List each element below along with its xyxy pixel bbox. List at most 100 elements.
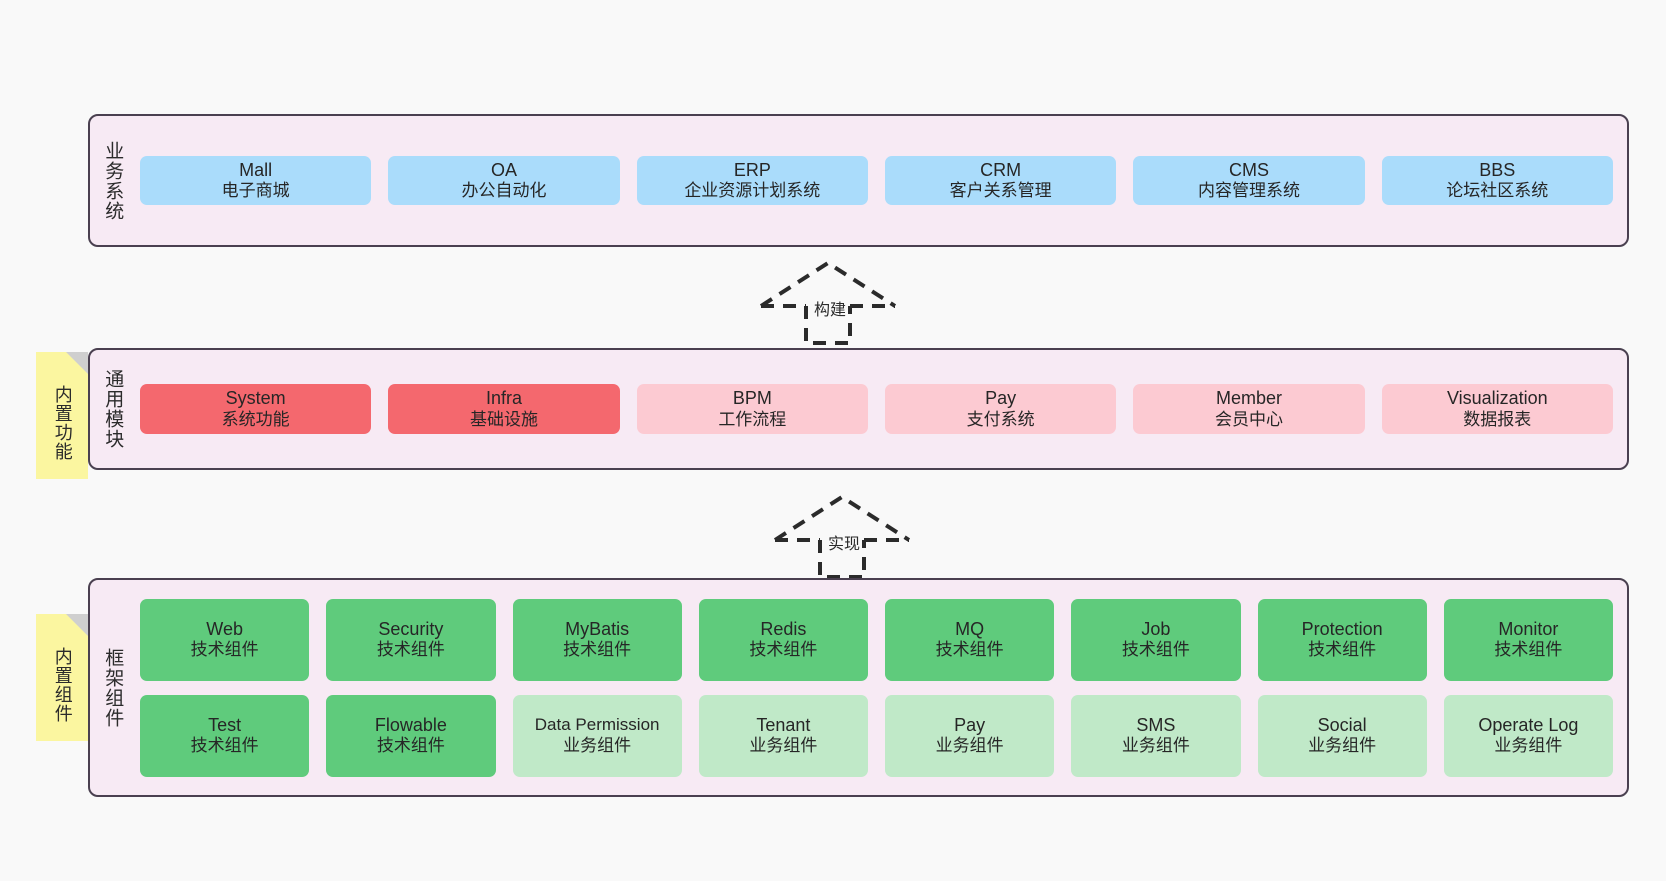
note-builtin-components: 内置组件 <box>36 614 88 741</box>
node-subtitle: 技术组件 <box>563 640 632 660</box>
node-subtitle: 技术组件 <box>1121 640 1190 660</box>
node-subtitle: 工作流程 <box>718 409 787 429</box>
node-mybatis[interactable]: MyBatis 技术组件 <box>512 598 682 681</box>
note-builtin-features: 内置功能 <box>36 352 88 479</box>
node-pay-component[interactable]: Pay 业务组件 <box>885 694 1055 777</box>
node-subtitle: 技术组件 <box>376 736 445 756</box>
node-title: ERP <box>733 159 771 180</box>
node-social[interactable]: Social 业务组件 <box>1257 694 1427 777</box>
layer-title-framework-component: 框架组件 <box>102 647 124 728</box>
note-text: 内置功能 <box>52 384 73 461</box>
note-text: 内置组件 <box>52 646 73 723</box>
connector-build: 构建 <box>758 258 898 346</box>
node-monitor[interactable]: Monitor 技术组件 <box>1443 598 1613 681</box>
layer-title-common-module: 通用模块 <box>102 369 124 449</box>
node-data-permission[interactable]: Data Permission 业务组件 <box>512 694 682 777</box>
node-sms[interactable]: SMS 业务组件 <box>1071 694 1241 777</box>
node-pay[interactable]: Pay 支付系统 <box>884 384 1117 434</box>
node-infra[interactable]: Infra 基础设施 <box>388 384 620 434</box>
node-subtitle: 业务组件 <box>935 736 1004 756</box>
layer-title-business-system: 业务系统 <box>102 140 124 221</box>
node-title: Flowable <box>374 714 447 735</box>
node-subtitle: 内容管理系统 <box>1197 181 1300 201</box>
node-title: Data Permission <box>534 715 660 735</box>
node-title: Test <box>208 714 242 735</box>
node-bbs[interactable]: BBS 论坛社区系统 <box>1381 155 1613 206</box>
node-member[interactable]: Member 会员中心 <box>1133 384 1365 434</box>
node-title: Monitor <box>1498 618 1559 639</box>
node-subtitle: 技术组件 <box>1308 640 1377 660</box>
node-title: BBS <box>1479 159 1516 180</box>
node-title: Security <box>378 618 444 639</box>
node-title: Visualization <box>1446 388 1548 409</box>
node-title: CMS <box>1228 159 1269 180</box>
node-subtitle: 业务组件 <box>1494 736 1563 756</box>
node-subtitle: 技术组件 <box>376 640 445 660</box>
node-subtitle: 论坛社区系统 <box>1446 181 1549 201</box>
node-redis[interactable]: Redis 技术组件 <box>698 598 868 681</box>
node-subtitle: 电子商城 <box>221 181 290 201</box>
node-system[interactable]: System 系统功能 <box>140 384 372 434</box>
node-job[interactable]: Job 技术组件 <box>1071 598 1241 681</box>
node-title: Member <box>1215 388 1282 409</box>
node-title: OA <box>490 159 517 180</box>
node-subtitle: 技术组件 <box>190 640 259 660</box>
node-subtitle: 技术组件 <box>1494 640 1563 660</box>
connector-build-label: 构建 <box>814 302 847 319</box>
node-title: Web <box>206 618 243 639</box>
node-title: CRM <box>980 159 1022 180</box>
node-subtitle: 系统功能 <box>221 409 290 429</box>
node-erp[interactable]: ERP 企业资源计划系统 <box>636 155 868 206</box>
layer-body-common-module: System 系统功能 Infra 基础设施 BPM 工作流程 Pay 支付系统… <box>134 350 1627 468</box>
node-test[interactable]: Test 技术组件 <box>140 694 310 777</box>
node-title: BPM <box>732 388 772 409</box>
layer-framework-component: 框架组件 Web 技术组件 Security 技术组件 MyBatis 技术组件… <box>88 578 1629 797</box>
node-flowable[interactable]: Flowable 技术组件 <box>326 694 496 777</box>
node-protection[interactable]: Protection 技术组件 <box>1257 598 1427 681</box>
node-title: System <box>225 388 286 409</box>
node-subtitle: 客户关系管理 <box>949 181 1052 201</box>
node-title: Mall <box>239 159 273 180</box>
node-security[interactable]: Security 技术组件 <box>326 598 496 681</box>
node-title: Social <box>1317 714 1367 735</box>
node-subtitle: 基础设施 <box>469 409 538 429</box>
generalization-arrow-icon <box>759 260 897 345</box>
connector-implement-label: 实现 <box>828 536 861 553</box>
node-row: Mall 电子商城 OA 办公自动化 ERP 企业资源计划系统 CRM 客户关系… <box>140 155 1613 206</box>
node-title: Operate Log <box>1478 714 1579 735</box>
node-title: Protection <box>1301 618 1383 639</box>
node-row: System 系统功能 Infra 基础设施 BPM 工作流程 Pay 支付系统… <box>140 384 1613 434</box>
node-title: Infra <box>485 388 522 409</box>
node-row: Web 技术组件 Security 技术组件 MyBatis 技术组件 Redi… <box>140 598 1613 681</box>
node-oa[interactable]: OA 办公自动化 <box>388 155 620 206</box>
node-title: Job <box>1141 618 1171 639</box>
node-mall[interactable]: Mall 电子商城 <box>140 155 372 206</box>
node-crm[interactable]: CRM 客户关系管理 <box>884 155 1117 206</box>
node-title: Pay <box>954 714 986 735</box>
node-visualization[interactable]: Visualization 数据报表 <box>1381 384 1613 434</box>
node-title: Tenant <box>756 714 811 735</box>
node-title: SMS <box>1136 714 1176 735</box>
node-mq[interactable]: MQ 技术组件 <box>885 598 1055 681</box>
node-subtitle: 技术组件 <box>749 640 818 660</box>
node-subtitle: 业务组件 <box>1308 736 1377 756</box>
node-cms[interactable]: CMS 内容管理系统 <box>1133 155 1365 206</box>
node-title: MQ <box>955 618 985 639</box>
node-tenant[interactable]: Tenant 业务组件 <box>698 694 868 777</box>
node-subtitle: 技术组件 <box>190 736 259 756</box>
node-subtitle: 业务组件 <box>563 735 632 755</box>
node-bpm[interactable]: BPM 工作流程 <box>636 384 868 434</box>
layer-body-framework-component: Web 技术组件 Security 技术组件 MyBatis 技术组件 Redi… <box>134 580 1627 795</box>
node-operate-log[interactable]: Operate Log 业务组件 <box>1443 694 1613 777</box>
layer-common-module: 通用模块 System 系统功能 Infra 基础设施 BPM 工作流程 Pay… <box>88 348 1629 470</box>
node-subtitle: 数据报表 <box>1463 409 1532 429</box>
node-subtitle: 会员中心 <box>1214 409 1283 429</box>
node-row: Test 技术组件 Flowable 技术组件 Data Permission … <box>140 694 1613 777</box>
connector-implement: 实现 <box>772 492 912 580</box>
node-subtitle: 企业资源计划系统 <box>684 181 821 201</box>
node-subtitle: 业务组件 <box>1121 736 1190 756</box>
node-web[interactable]: Web 技术组件 <box>140 598 310 681</box>
generalization-arrow-icon <box>773 494 911 579</box>
node-title: MyBatis <box>565 618 630 639</box>
